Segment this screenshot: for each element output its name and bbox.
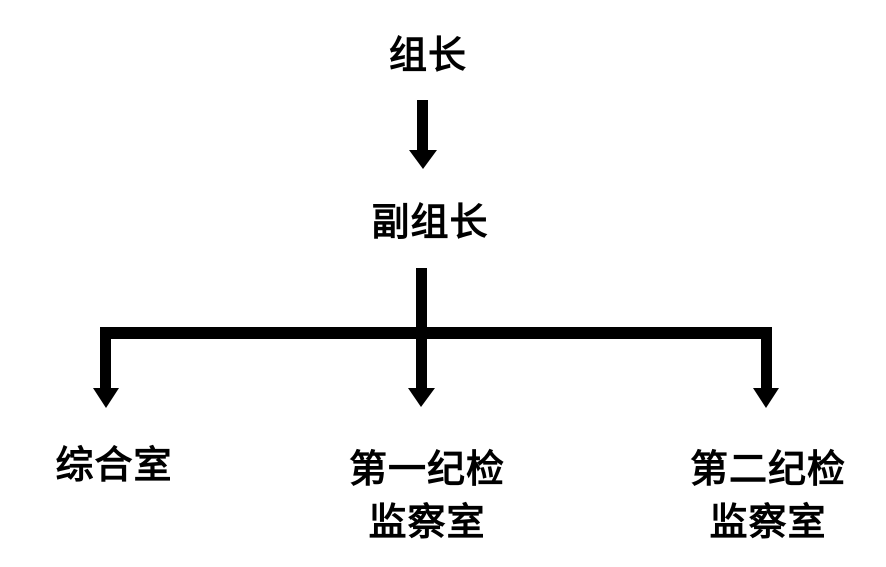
arrow-leader-to-deputy — [409, 100, 437, 169]
node-first-discipline-office-label-line2: 监察室 — [368, 502, 486, 544]
node-second-discipline-office: 第二纪检 监察室 — [690, 444, 846, 550]
node-leader-label: 组长 — [388, 35, 468, 77]
arrowhead-to-second-discipline-office — [753, 388, 779, 408]
node-leader: 组长 — [389, 36, 467, 76]
node-second-discipline-office-label-line1: 第二纪检 — [689, 449, 847, 491]
node-first-discipline-office: 第一纪检 监察室 — [349, 444, 505, 550]
arrowhead-to-first-discipline-office — [408, 388, 435, 407]
node-general-office-label: 综合室 — [55, 445, 173, 487]
node-general-office: 综合室 — [55, 446, 172, 486]
node-deputy-leader-label: 副组长 — [371, 202, 489, 244]
arrowhead-to-general-office — [93, 388, 119, 408]
node-second-discipline-office-label-line2: 监察室 — [709, 502, 827, 544]
branch-connector — [93, 268, 779, 408]
node-first-discipline-office-label-line1: 第一纪检 — [348, 449, 506, 491]
node-deputy-leader: 副组长 — [371, 203, 488, 243]
